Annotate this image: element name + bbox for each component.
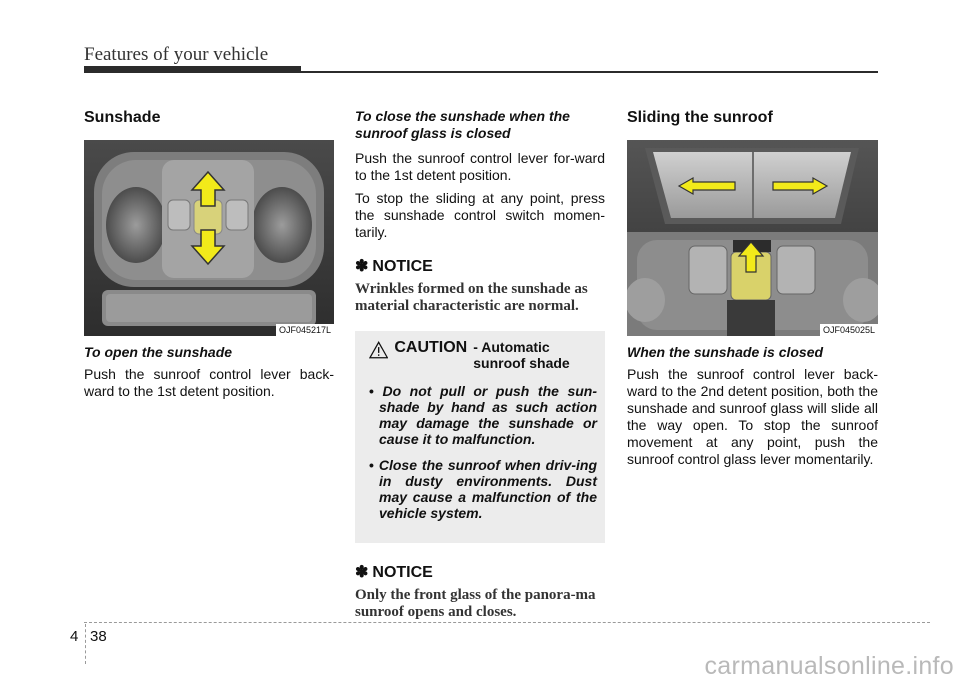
image-code: OJF045217L — [275, 324, 334, 336]
section-heading-sliding-sunroof: Sliding the sunroof — [627, 109, 773, 126]
header-rule — [84, 71, 878, 73]
sunshade-console-photo: OJF045217L — [84, 140, 334, 336]
warning-triangle-icon — [369, 341, 389, 359]
footer-rule — [84, 622, 930, 623]
footer-divider — [85, 624, 86, 664]
body-close-sunshade-2: To stop the sliding at any point, press … — [355, 190, 605, 240]
body-close-sunshade-1: Push the sunroof control lever for-ward … — [355, 150, 605, 183]
section-number: 4 — [70, 628, 79, 645]
body-open-sunshade: Push the sunroof control lever back-ward… — [84, 366, 334, 399]
body-sliding-sunroof: Push the sunroof control lever back-ward… — [627, 366, 878, 467]
subheading-open-sunshade: To open the sunshade — [84, 344, 233, 360]
caution-subtitle: - Automatic sunroof shade — [473, 339, 570, 371]
page-header-title: Features of your vehicle — [84, 44, 269, 65]
asterisk-icon: ✽ — [355, 258, 369, 275]
caution-item: • Close the sunroof when driv-ing in dus… — [369, 457, 597, 521]
notice-label: NOTICE — [372, 258, 433, 275]
header-rule-thick — [84, 66, 301, 73]
column-close-sunshade: To close the sunshade when the sunroof g… — [355, 108, 605, 621]
arrow-left-icon — [677, 176, 736, 196]
column-sliding-sunroof: Sliding the sunroof — [627, 108, 878, 468]
subheading-sunshade-closed: When the sunshade is closed — [627, 344, 824, 360]
subheading-close-sunshade: To close the sunshade when the sunroof g… — [355, 108, 570, 141]
sunroof-illustration — [627, 140, 878, 336]
caution-box: CAUTION - Automatic sunroof shade • Do n… — [355, 331, 605, 543]
asterisk-icon: ✽ — [355, 564, 369, 581]
notice-label: NOTICE — [372, 564, 433, 581]
arrow-right-icon — [772, 176, 829, 196]
notice-heading: ✽ NOTICE — [355, 257, 605, 277]
caution-list: • Do not pull or push the sun-shade by h… — [363, 383, 597, 521]
caution-word: CAUTION — [394, 339, 468, 356]
caution-header: CAUTION - Automatic sunroof shade — [369, 339, 597, 371]
caution-item: • Do not pull or push the sun-shade by h… — [369, 383, 597, 447]
arrow-up-icon — [737, 241, 765, 273]
notice-body: Wrinkles formed on the sunshade as mater… — [355, 281, 588, 314]
page-number: 38 — [90, 628, 107, 645]
image-code: OJF045025L — [819, 324, 878, 336]
watermark: carmanualsonline.info — [704, 652, 954, 680]
overhead-console-illustration — [84, 140, 334, 336]
notice-heading: ✽ NOTICE — [355, 563, 605, 583]
sunroof-console-photo: OJF045025L — [627, 140, 878, 336]
notice-body: Only the front glass of the panora-ma su… — [355, 587, 596, 620]
arrow-up-icon — [190, 170, 226, 207]
section-heading-sunshade: Sunshade — [84, 109, 161, 126]
column-sunshade: Sunshade OJF045217L — [84, 108, 334, 400]
arrow-down-icon — [190, 229, 226, 266]
